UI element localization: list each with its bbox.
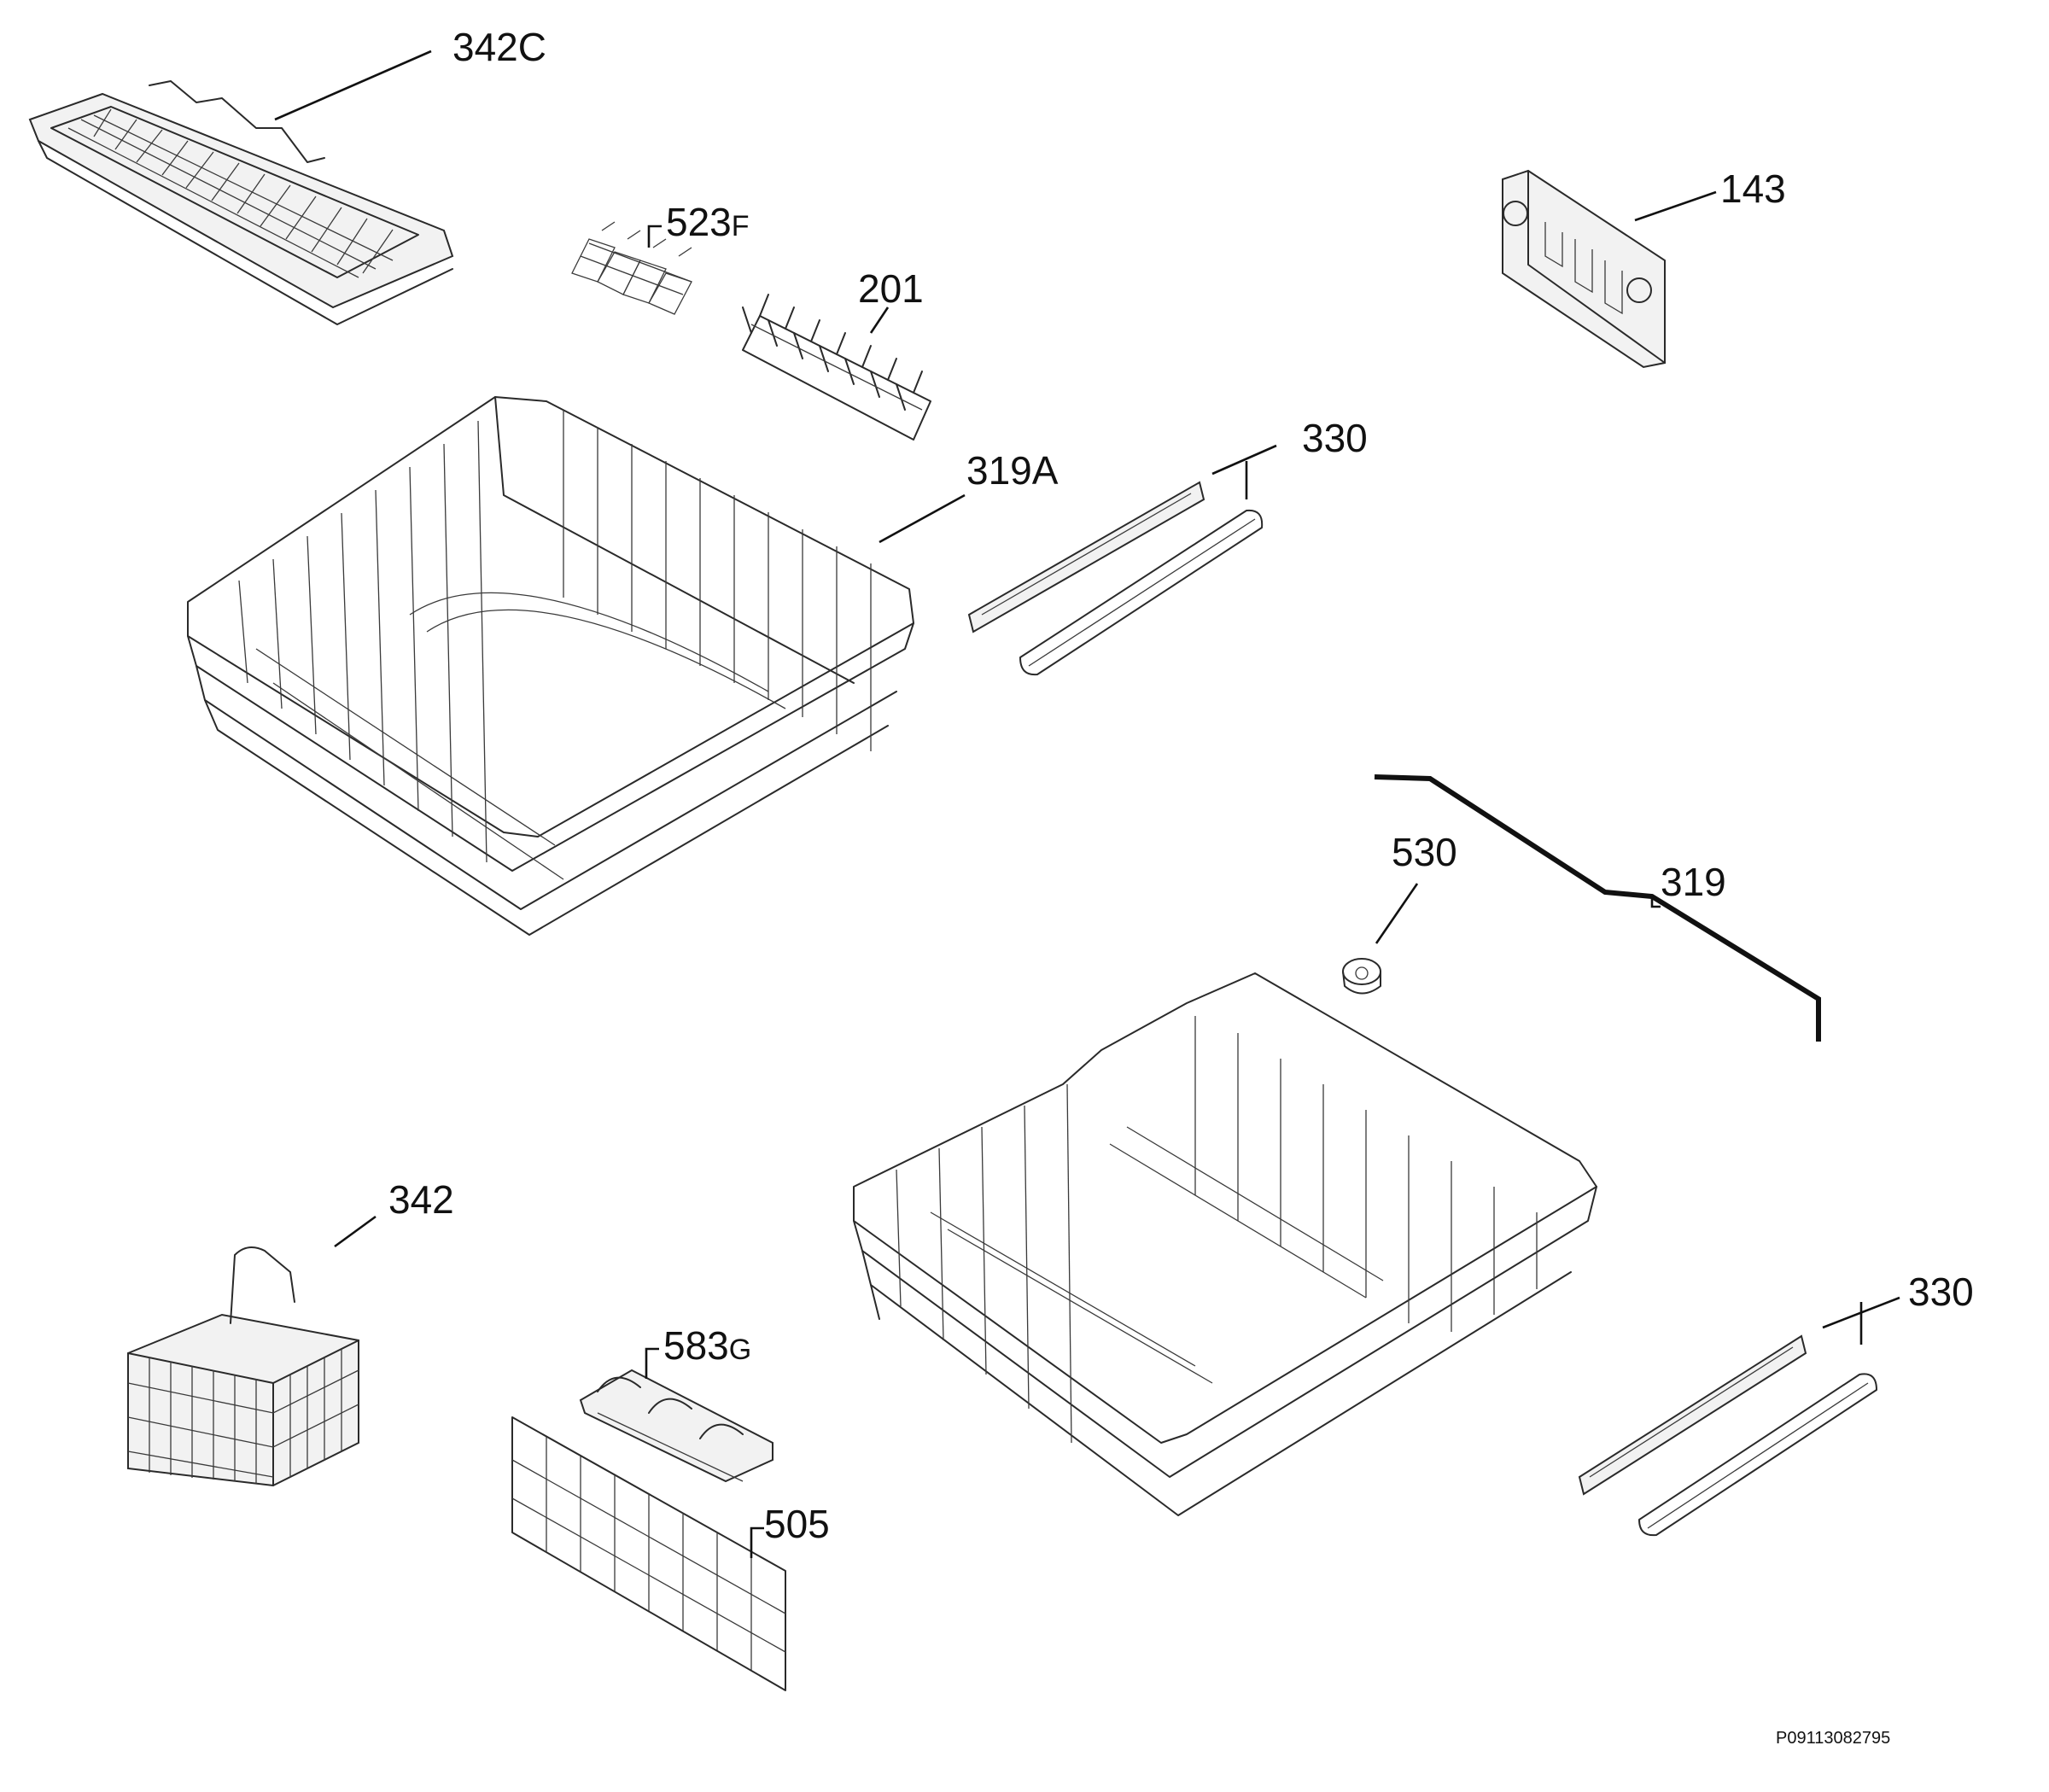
wheel-part[interactable] xyxy=(1342,958,1381,995)
leader-143 xyxy=(1634,190,1717,222)
leader-319-tick xyxy=(1650,895,1661,908)
cup-holder-part[interactable] xyxy=(579,1369,773,1483)
leader-523f xyxy=(647,225,662,248)
label-505: 505 xyxy=(764,1502,830,1546)
leader-319a xyxy=(879,493,966,544)
cutlery-tray-part[interactable] xyxy=(28,80,454,325)
label-201: 201 xyxy=(858,266,924,311)
label-319: 319 xyxy=(1661,860,1726,904)
reference-code: P09113082795 xyxy=(1776,1729,1891,1748)
label-319a: 319A xyxy=(966,448,1059,493)
leader-583g xyxy=(645,1347,659,1379)
upper-basket-part[interactable] xyxy=(187,396,914,936)
rack-divider-part[interactable] xyxy=(511,1416,786,1691)
tine-rack-part[interactable] xyxy=(742,294,931,441)
leader-330-upper xyxy=(1211,444,1277,499)
label-523f: 523F xyxy=(666,200,750,244)
label-583g: 583G xyxy=(663,1323,752,1368)
label-342c: 342C xyxy=(452,25,546,69)
leader-201 xyxy=(869,306,890,334)
rail-part-upper[interactable] xyxy=(967,481,1264,676)
label-330-lower: 330 xyxy=(1908,1270,1974,1314)
leader-330-lower xyxy=(1822,1296,1900,1345)
leader-319 xyxy=(1374,774,1821,1042)
label-342: 342 xyxy=(388,1177,454,1222)
label-530: 530 xyxy=(1392,830,1457,874)
label-330-upper: 330 xyxy=(1302,416,1368,460)
rail-part-lower[interactable] xyxy=(1578,1334,1877,1537)
cutlery-basket-part[interactable] xyxy=(127,1246,359,1487)
label-143: 143 xyxy=(1720,166,1786,211)
leader-342 xyxy=(334,1215,377,1248)
leader-530 xyxy=(1375,883,1419,944)
height-adjuster-part[interactable] xyxy=(1502,169,1666,369)
lower-basket-part[interactable] xyxy=(853,972,1597,1516)
clips-part[interactable] xyxy=(571,221,692,315)
leader-505 xyxy=(750,1526,764,1558)
leader-342c xyxy=(274,50,432,121)
